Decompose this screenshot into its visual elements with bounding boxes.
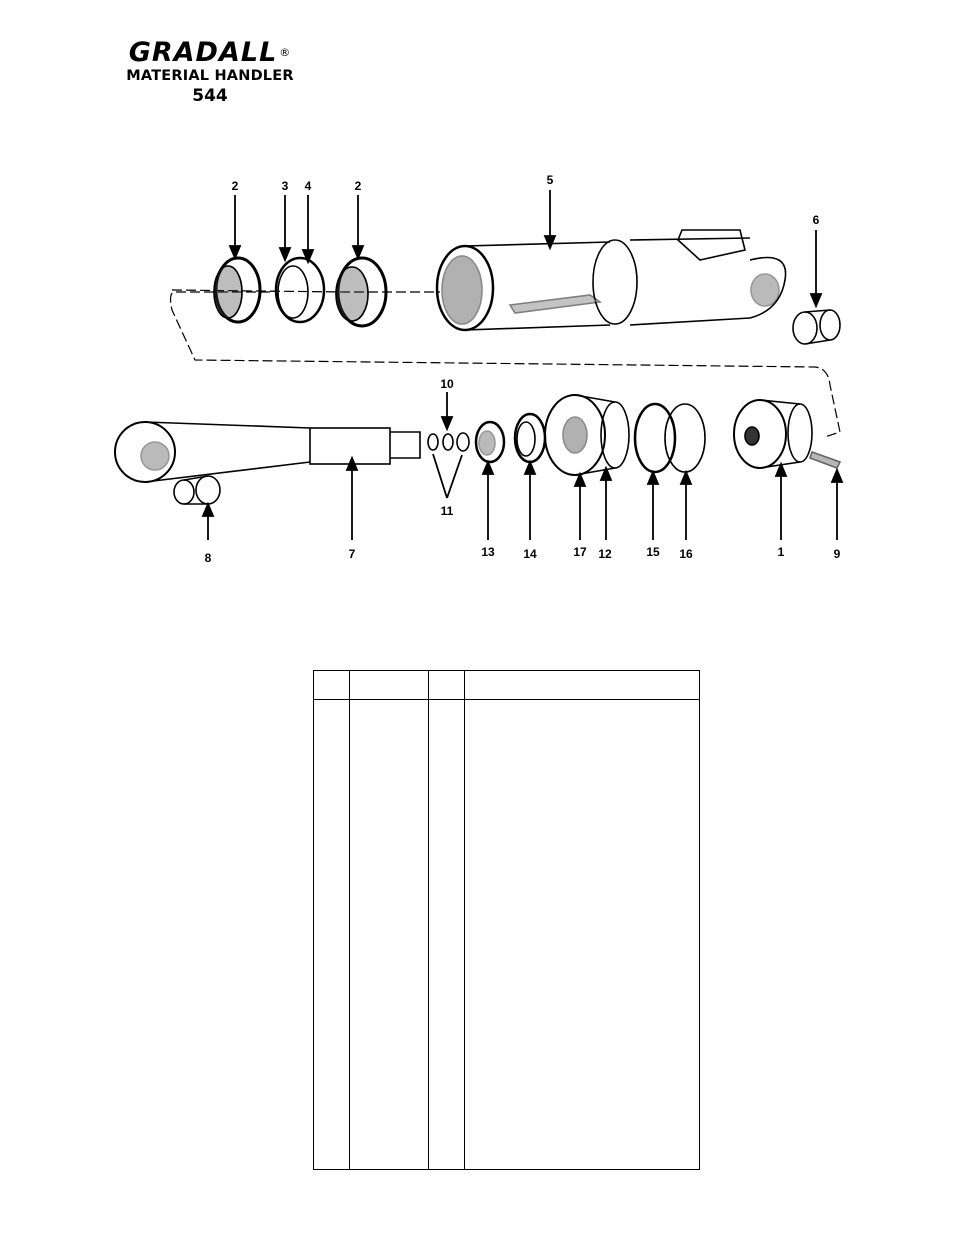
parts-table-header-row [313,670,700,700]
callout-13: 13 [481,545,495,559]
callout-7: 7 [349,547,356,561]
exploded-cylinder-diagram: 2 3 4 2 5 6 10 11 8 7 13 14 17 12 15 16 … [114,173,844,565]
callout-10: 10 [440,377,454,391]
part-14-ring [513,412,547,464]
callout-12: 12 [598,547,612,561]
part-3-4-ring [274,256,326,324]
document-header: GRADALL® MATERIAL HANDLER 544 [110,38,310,107]
callout-16: 16 [679,547,693,561]
part-10-11-rings [427,432,470,452]
col-header-4 [464,670,700,700]
callout-5: 5 [547,173,554,187]
assembly-path-line [169,289,841,438]
callout-6: 6 [813,213,820,227]
callout-3: 3 [282,179,289,193]
cell-col-3 [428,699,465,1170]
cell-col-2 [349,699,429,1170]
callout-17: 17 [573,545,587,559]
part-15-16-rings [633,402,706,474]
callout-9: 9 [834,547,841,561]
leader-arrows [201,190,844,540]
part-1-piston [733,399,813,469]
col-header-1 [313,670,350,700]
parts-table-body [314,699,700,1170]
col-header-3 [428,670,465,700]
callout-8: 8 [205,551,212,565]
part-2-ring-left [213,256,262,324]
callout-2-right: 2 [355,179,362,193]
part-2-ring-right [335,256,388,328]
part-9-fitting [808,450,842,469]
part-7-rod [114,421,421,483]
document-subtitle: MATERIAL HANDLER [126,68,294,84]
brand-name: GRADALL [128,37,278,68]
callout-4: 4 [305,179,312,193]
parts-list-table [313,670,700,1170]
callout-1: 1 [778,545,785,559]
callout-11: 11 [441,504,454,518]
brand-logo: GRADALL® [110,38,310,68]
part-5-barrel [435,229,787,332]
callout-15: 15 [646,545,660,559]
model-number: 544 [192,86,228,106]
cell-col-1 [314,700,350,1170]
part-6-bushing [792,309,841,345]
col-header-2 [349,670,429,700]
callout-14: 14 [523,547,537,561]
part-8-bushing [173,475,221,505]
registered-mark: ® [279,46,292,59]
callout-2-left: 2 [232,179,239,193]
part-17-12-gland [544,394,630,476]
part-13-nut [474,420,506,464]
cell-col-4 [464,699,700,1170]
